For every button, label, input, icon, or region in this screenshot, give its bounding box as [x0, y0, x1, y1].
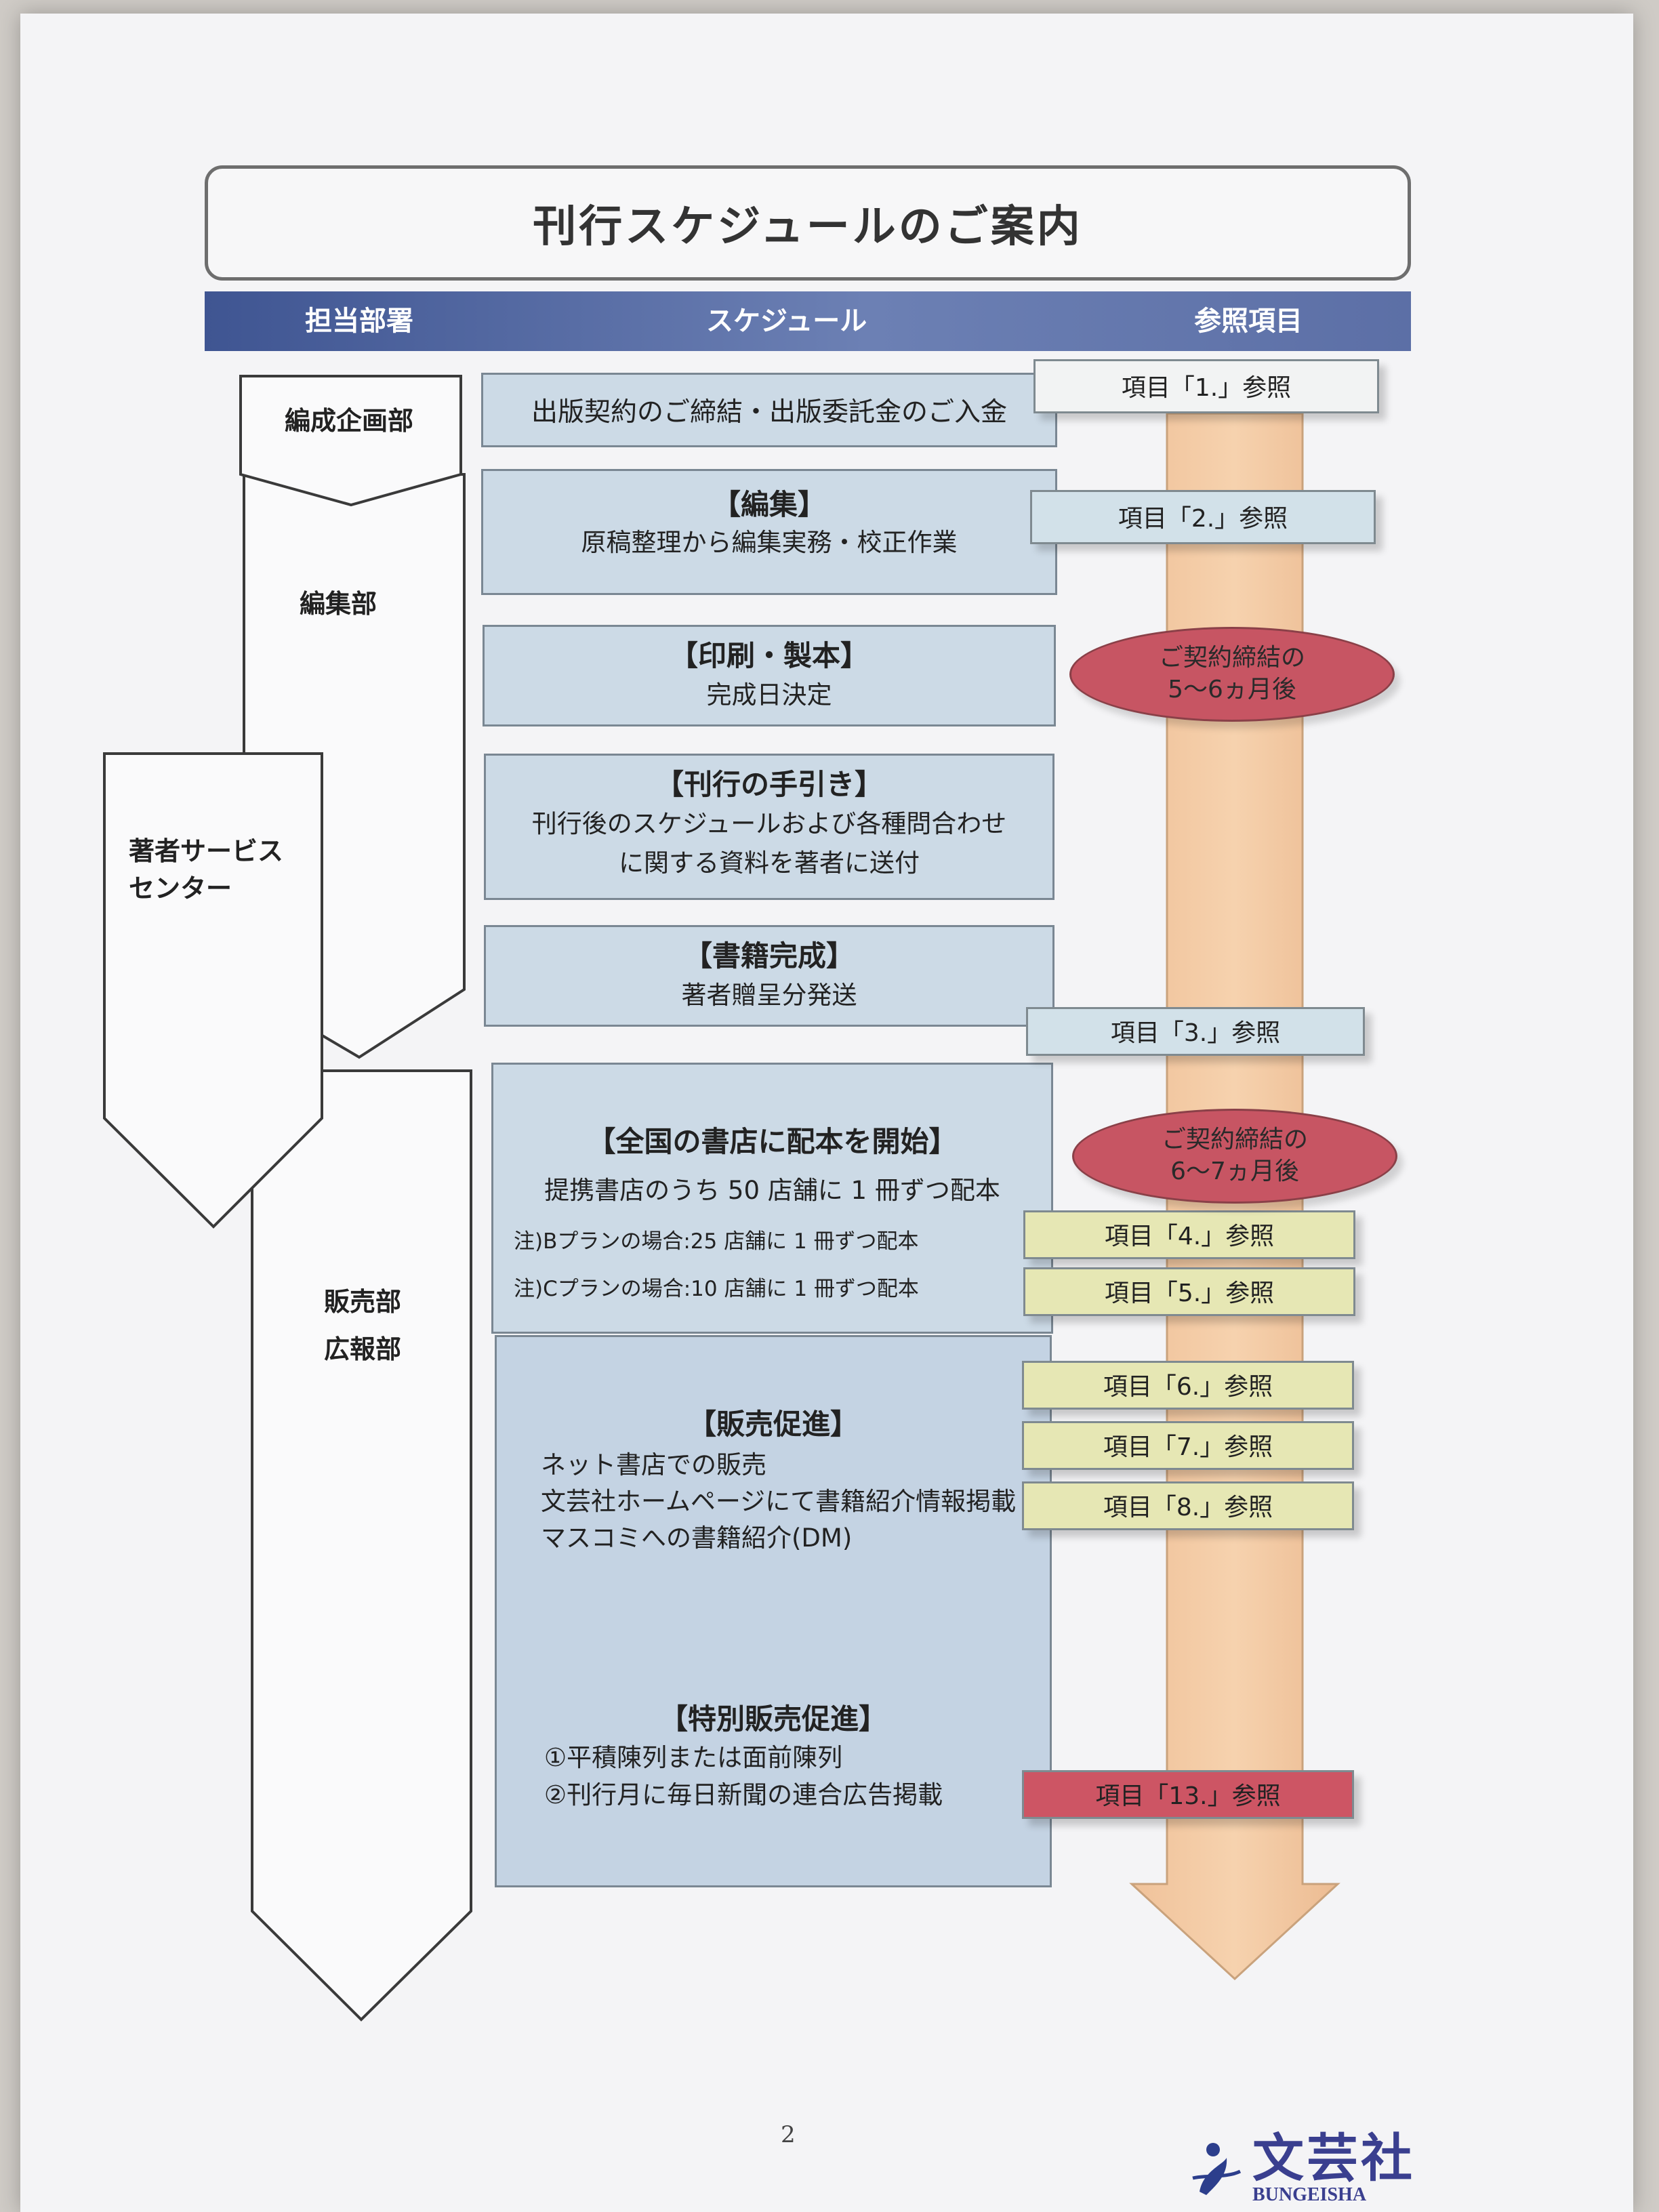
step-guide-title: 【刊行の手引き】	[655, 768, 883, 801]
dept-pr: 広報部	[324, 1334, 402, 1364]
bungeisha-logo: 文芸社 BUNGEISHA	[1186, 2131, 1415, 2205]
document-page: 刊行スケジュールのご案内 担当部署 スケジュール 参照項目 編成企画部 編集部 …	[20, 14, 1633, 2212]
ref-6: 項目「6.」参照	[1022, 1361, 1354, 1410]
logo-name: 文芸社	[1252, 2128, 1415, 2188]
planning-dept-arrow	[239, 375, 462, 507]
author-service-arrow	[103, 752, 323, 1229]
dept-planning: 編成企画部	[285, 406, 414, 436]
step-printing: 【印刷・製本】 完成日決定	[483, 625, 1056, 726]
step-distribution: 【全国の書店に配本を開始】 提携書店のうち 50 店舗に 1 冊ずつ配本 注)B…	[491, 1063, 1053, 1334]
step-promotion-line-1: ネット書店での販売	[541, 1450, 766, 1479]
step-printing-title: 【印刷・製本】	[669, 639, 869, 672]
step-distribution-title: 【全国の書店に配本を開始】	[587, 1125, 958, 1158]
step-contract: 出版契約のご締結・出版委託金のご入金	[481, 373, 1057, 447]
page-number: 2	[781, 2121, 796, 2148]
flow-shapes	[103, 375, 1340, 2022]
ref-2: 項目「2.」参照	[1030, 490, 1376, 544]
step-promotion: 【販売促進】 ネット書店での販売 文芸社ホームページにて書籍紹介情報掲載 マスコ…	[495, 1335, 1052, 1887]
milestone-2-line-1: ご契約締結の	[1161, 1126, 1308, 1154]
header-schedule: スケジュール	[706, 306, 867, 337]
ref-1: 項目「1.」参照	[1033, 359, 1379, 413]
step-editing-line: 原稿整理から編集実務・校正作業	[581, 528, 958, 557]
ref-5: 項目「5.」参照	[1023, 1267, 1355, 1316]
step-special-line-2: ②刊行月に毎日新聞の連合広告掲載	[544, 1780, 943, 1809]
step-guide-line-2: に関する資料を著者に送付	[619, 848, 920, 878]
milestone-2-line-2: 6～7ヵ月後	[1170, 1158, 1299, 1185]
milestone-1-line-2: 5～6ヵ月後	[1168, 676, 1296, 703]
ref-3: 項目「3.」参照	[1026, 1007, 1365, 1056]
sales-dept-arrow	[251, 1069, 472, 2022]
step-editing-title: 【編集】	[712, 488, 826, 521]
step-promotion-line-3: マスコミへの書籍紹介(DM)	[541, 1523, 853, 1553]
column-header-bar: 担当部署 スケジュール 参照項目	[205, 291, 1411, 351]
step-contract-text: 出版契約のご締結・出版委託金のご入金	[531, 397, 1007, 428]
header-reference: 参照項目	[1194, 306, 1303, 337]
step-complete-title: 【書籍完成】	[683, 939, 855, 972]
step-distribution-line: 提携書店のうち 50 店舗に 1 冊ずつ配本	[544, 1176, 1000, 1205]
page-title: 刊行スケジュールのご案内	[533, 202, 1083, 252]
dept-sales: 販売部	[324, 1287, 402, 1317]
step-distribution-note-c: 注)Cプランの場合:10 店舗に 1 冊ずつ配本	[514, 1277, 919, 1301]
step-distribution-note-b: 注)Bプランの場合:25 店舗に 1 冊ずつ配本	[514, 1229, 919, 1254]
dept-editing: 編集部	[300, 589, 377, 619]
dept-author-service-1: 著者サービス	[129, 836, 284, 866]
step-printing-line: 完成日決定	[706, 680, 832, 710]
milestone-1: ご契約締結の 5～6ヵ月後	[1069, 627, 1395, 722]
title-box: 刊行スケジュールのご案内	[205, 165, 1411, 281]
ref-13: 項目「13.」参照	[1022, 1770, 1354, 1819]
ref-4: 項目「4.」参照	[1023, 1210, 1355, 1259]
ref-7: 項目「7.」参照	[1022, 1421, 1354, 1470]
ref-8: 項目「8.」参照	[1022, 1481, 1354, 1530]
header-dept: 担当部署	[305, 306, 413, 337]
logo-mark-icon	[1192, 2143, 1242, 2195]
step-special-line-1: ①平積陳列または面前陳列	[544, 1743, 843, 1772]
step-guide-line-1: 刊行後のスケジュールおよび各種問合わせ	[531, 809, 1007, 838]
step-editing: 【編集】 原稿整理から編集実務・校正作業	[481, 469, 1057, 595]
step-promotion-line-2: 文芸社ホームページにて書籍紹介情報掲載	[541, 1487, 1017, 1516]
step-complete-line: 著者贈呈分発送	[681, 981, 857, 1010]
logo-roman: BUNGEISHA	[1252, 2184, 1367, 2205]
milestone-1-line-1: ご契約締結の	[1158, 644, 1305, 672]
step-promotion-title: 【販売促進】	[687, 1408, 859, 1441]
step-special-title: 【特別販売促進】	[659, 1702, 887, 1736]
step-complete: 【書籍完成】 著者贈呈分発送	[484, 925, 1054, 1027]
milestone-2: ご契約締結の 6～7ヵ月後	[1072, 1109, 1397, 1204]
dept-author-service-2: センター	[129, 874, 232, 903]
step-guide: 【刊行の手引き】 刊行後のスケジュールおよび各種問合わせ に関する資料を著者に送…	[484, 754, 1054, 900]
